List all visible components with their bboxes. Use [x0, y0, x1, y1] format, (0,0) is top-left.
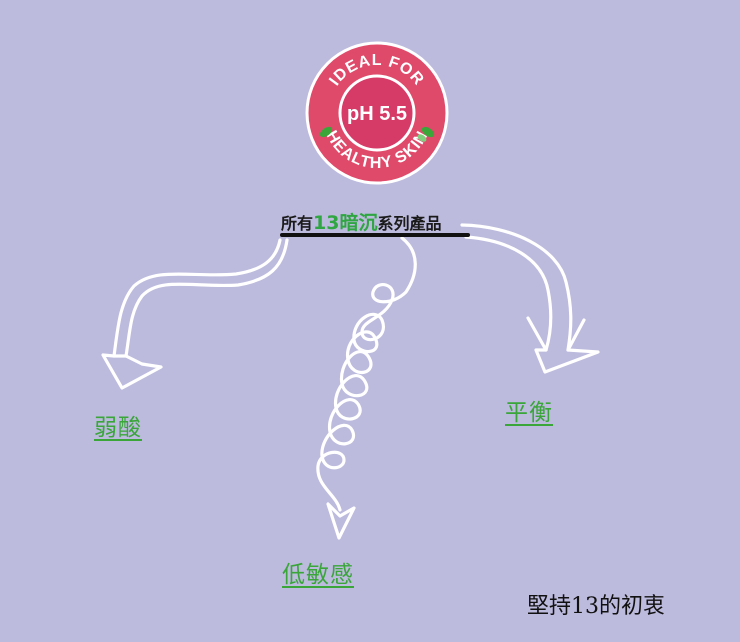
- branch-label-balance: 平衡: [505, 400, 553, 426]
- title-highlight: 13暗沉: [313, 212, 378, 234]
- ph-badge: IDEAL FOR HEALTHY SKIN pH 5.5: [305, 41, 449, 185]
- slogan: 堅持13的初衷: [527, 594, 665, 619]
- branch-label-weak-acid: 弱酸: [94, 415, 142, 441]
- arrow-to-weak-acid: [101, 238, 289, 390]
- arrow-to-low-sensitivity: [316, 236, 417, 540]
- arrow-to-balance: [460, 223, 600, 374]
- title-prefix: 所有: [281, 214, 314, 233]
- title-suffix: 系列產品: [377, 214, 442, 233]
- badge-center-text: pH 5.5: [347, 103, 407, 125]
- product-series-title: 所有13暗沉系列產品: [281, 208, 441, 235]
- title-underline: [280, 233, 470, 237]
- leaf-icon: [319, 126, 435, 142]
- branch-label-low-sensitivity: 低敏感: [282, 562, 354, 588]
